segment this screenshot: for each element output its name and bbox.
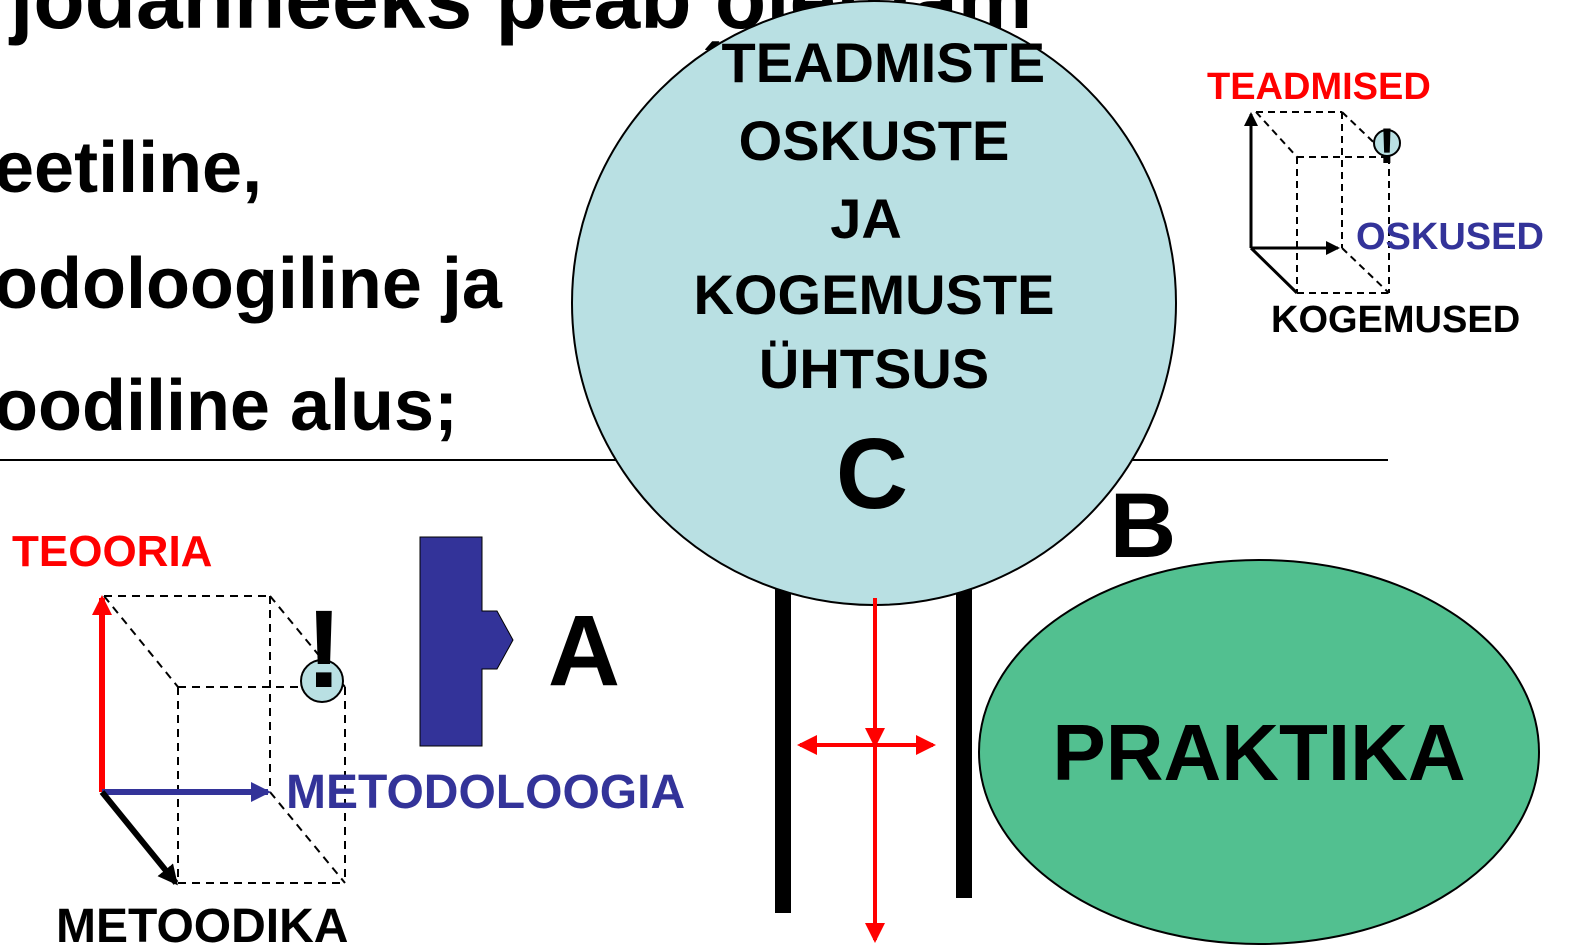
circle-line-2: OSKUSTE	[739, 109, 1010, 172]
circle-letter-c: C	[836, 418, 908, 530]
label-teadmised: TEADMISED	[1207, 66, 1431, 108]
praktika-ellipse	[978, 559, 1540, 945]
bottom-cube-marker	[300, 659, 344, 703]
bottom-cube: !	[92, 588, 346, 886]
label-metoodika: METOODIKA	[56, 900, 348, 946]
text-line-1: eetiline,	[0, 128, 262, 208]
circle-line-1: ´TEADMISTE	[703, 31, 1045, 94]
circle-line-4: KOGEMUSTE	[694, 263, 1055, 326]
bottom-cube-exclamation: !	[306, 588, 343, 711]
letter-a: A	[548, 595, 620, 707]
label-kogemused: KOGEMUSED	[1271, 299, 1520, 341]
top-cube-diag-line	[1249, 246, 1299, 295]
top-cube-exclamation: !	[1379, 118, 1396, 174]
text-line-2: odoloogiline ja	[0, 244, 503, 324]
notched-block-arrow	[419, 536, 514, 747]
top-cube: !	[1244, 111, 1401, 295]
label-metodoloogia: METODOLOOGIA	[286, 766, 685, 819]
circle-line-3: JA	[830, 187, 902, 250]
metoodika-axis-arrow	[99, 790, 179, 886]
letter-b: B	[1110, 475, 1176, 577]
label-oskused: OSKUSED	[1356, 216, 1544, 258]
text-line-3: oodiline alus;	[0, 366, 458, 446]
label-teooria: TEOORIA	[12, 527, 212, 576]
circle-line-5: ÜHTSUS	[759, 337, 989, 400]
top-cube-marker	[1373, 129, 1401, 157]
praktika-label: PRAKTIKA	[1052, 708, 1465, 797]
